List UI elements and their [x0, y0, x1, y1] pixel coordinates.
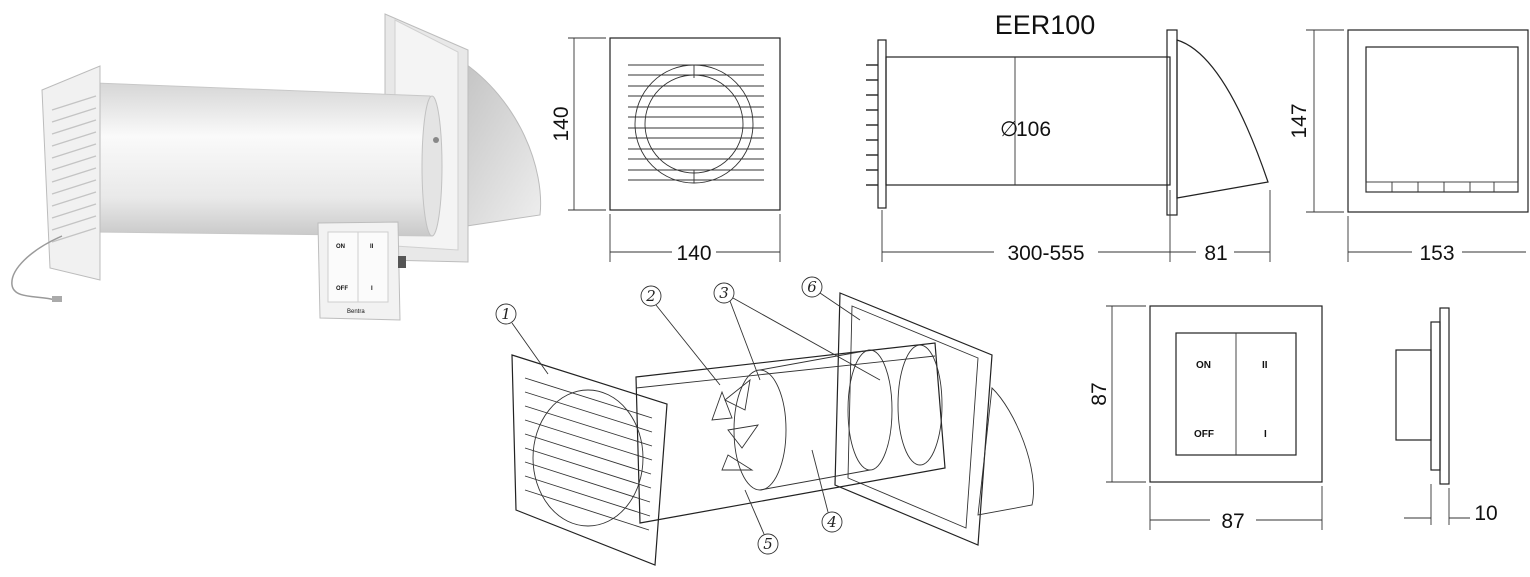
rear-width-label: 153	[1419, 242, 1454, 265]
model-title: EER100	[995, 10, 1096, 40]
diameter-symbol: ∅	[1000, 118, 1018, 141]
front-view-drawing: 140 140	[550, 37, 781, 265]
front-width-label: 140	[676, 242, 711, 265]
exploded-view-drawing: 1 2 3 6 4 5	[495, 276, 1034, 566]
diameter-label: 106	[1016, 118, 1051, 141]
callout-2: 2	[645, 287, 656, 305]
switch-on-label: ON	[1196, 360, 1211, 371]
switch-i-label: I	[1264, 429, 1267, 440]
callout-3: 3	[719, 284, 729, 302]
switch-photo: ON II OFF I Bentra	[317, 221, 406, 321]
switch-ii-label: II	[1262, 360, 1268, 371]
rear-height-label: 147	[1288, 103, 1311, 138]
photo-switch-off: OFF	[336, 286, 348, 292]
callout-4: 4	[826, 513, 837, 531]
photo-switch-on: ON	[336, 244, 345, 250]
front-height-label: 140	[550, 106, 573, 141]
switch-off-label: OFF	[1194, 429, 1214, 440]
product-photo: ON II OFF I Bentra	[11, 13, 542, 321]
photo-switch-i: I	[371, 286, 373, 292]
callout-5: 5	[763, 535, 773, 553]
exploded-grille-slats	[524, 377, 653, 531]
switch-side-drawing: 10	[1395, 307, 1498, 525]
photo-switch-ii: II	[370, 244, 374, 250]
rear-view-drawing: 147 153	[1288, 29, 1529, 265]
switch-front-drawing: ON II OFF I 87 87	[1088, 305, 1323, 533]
front-grille-slats	[628, 64, 764, 181]
switch-width-label: 87	[1221, 510, 1244, 533]
length-range-label: 300-555	[1007, 242, 1084, 265]
callout-1: 1	[501, 305, 511, 323]
side-view-drawing: EER100 ∅ 106 300-555 81	[866, 10, 1271, 265]
switch-height-label: 87	[1088, 382, 1111, 405]
photo-switch-brand: Bentra	[347, 309, 365, 315]
switch-depth-label: 10	[1474, 502, 1497, 525]
callout-6: 6	[807, 278, 817, 296]
hood-depth-label: 81	[1204, 242, 1227, 265]
